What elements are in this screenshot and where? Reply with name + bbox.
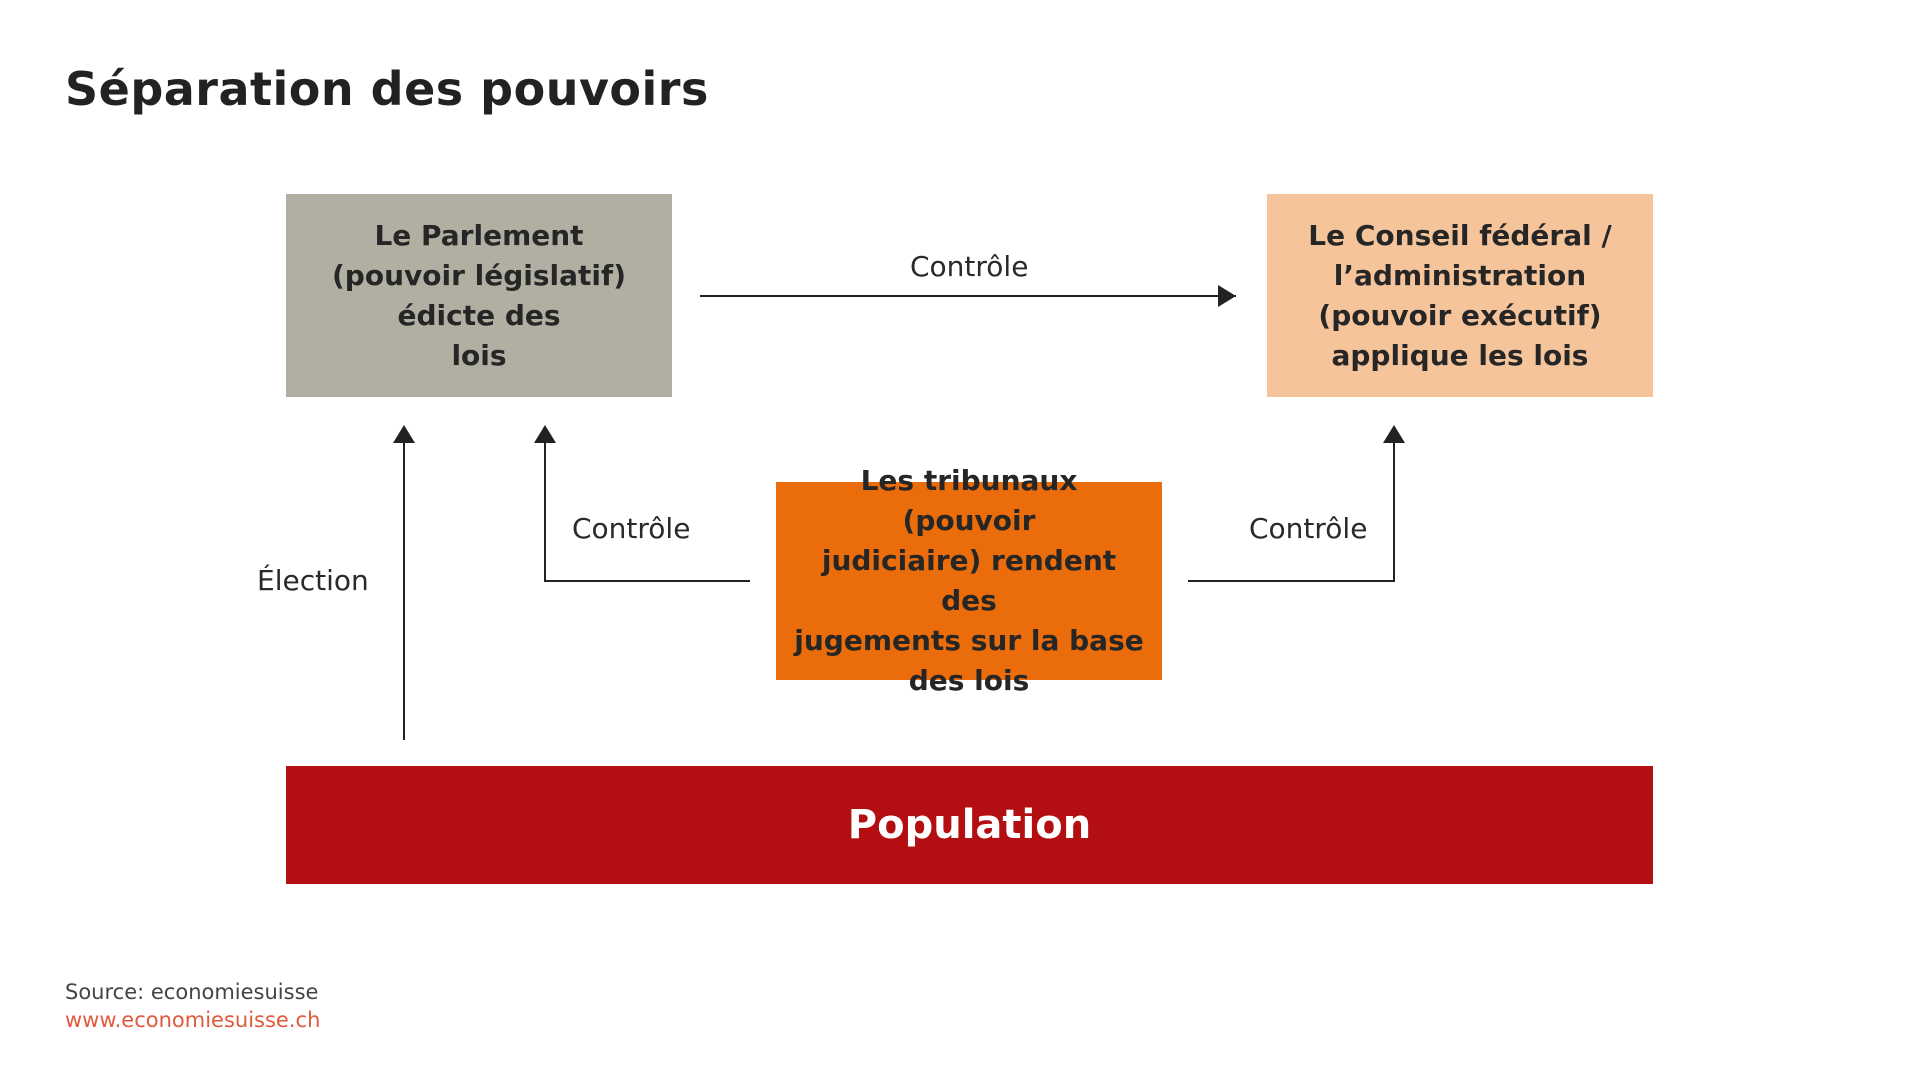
population-box: Population xyxy=(286,766,1653,884)
arrowhead-council xyxy=(1218,285,1236,307)
courts-box: Les tribunaux (pouvoir judiciaire) rende… xyxy=(776,464,1162,697)
source-url-link[interactable]: www.economiesuisse.ch xyxy=(65,1008,321,1032)
arrow-courts-to-council xyxy=(1188,440,1395,582)
page-title: Séparation des pouvoirs xyxy=(65,62,709,116)
federal-council-box: Le Conseil fédéral / l’administration (p… xyxy=(1267,194,1653,397)
source-text: Source: economiesuisse xyxy=(65,980,319,1004)
arrowhead-council-control xyxy=(1383,425,1405,443)
election-label: Élection xyxy=(257,564,369,597)
control-label-right: Contrôle xyxy=(1249,512,1368,545)
control-label-top: Contrôle xyxy=(910,250,1029,283)
arrowhead-election xyxy=(393,425,415,443)
parliament-box: Le Parlement (pouvoir législatif) édicte… xyxy=(286,194,672,397)
arrowhead-parliament-control xyxy=(534,425,556,443)
control-label-left: Contrôle xyxy=(572,512,691,545)
arrow-courts-to-parliament xyxy=(544,440,750,582)
